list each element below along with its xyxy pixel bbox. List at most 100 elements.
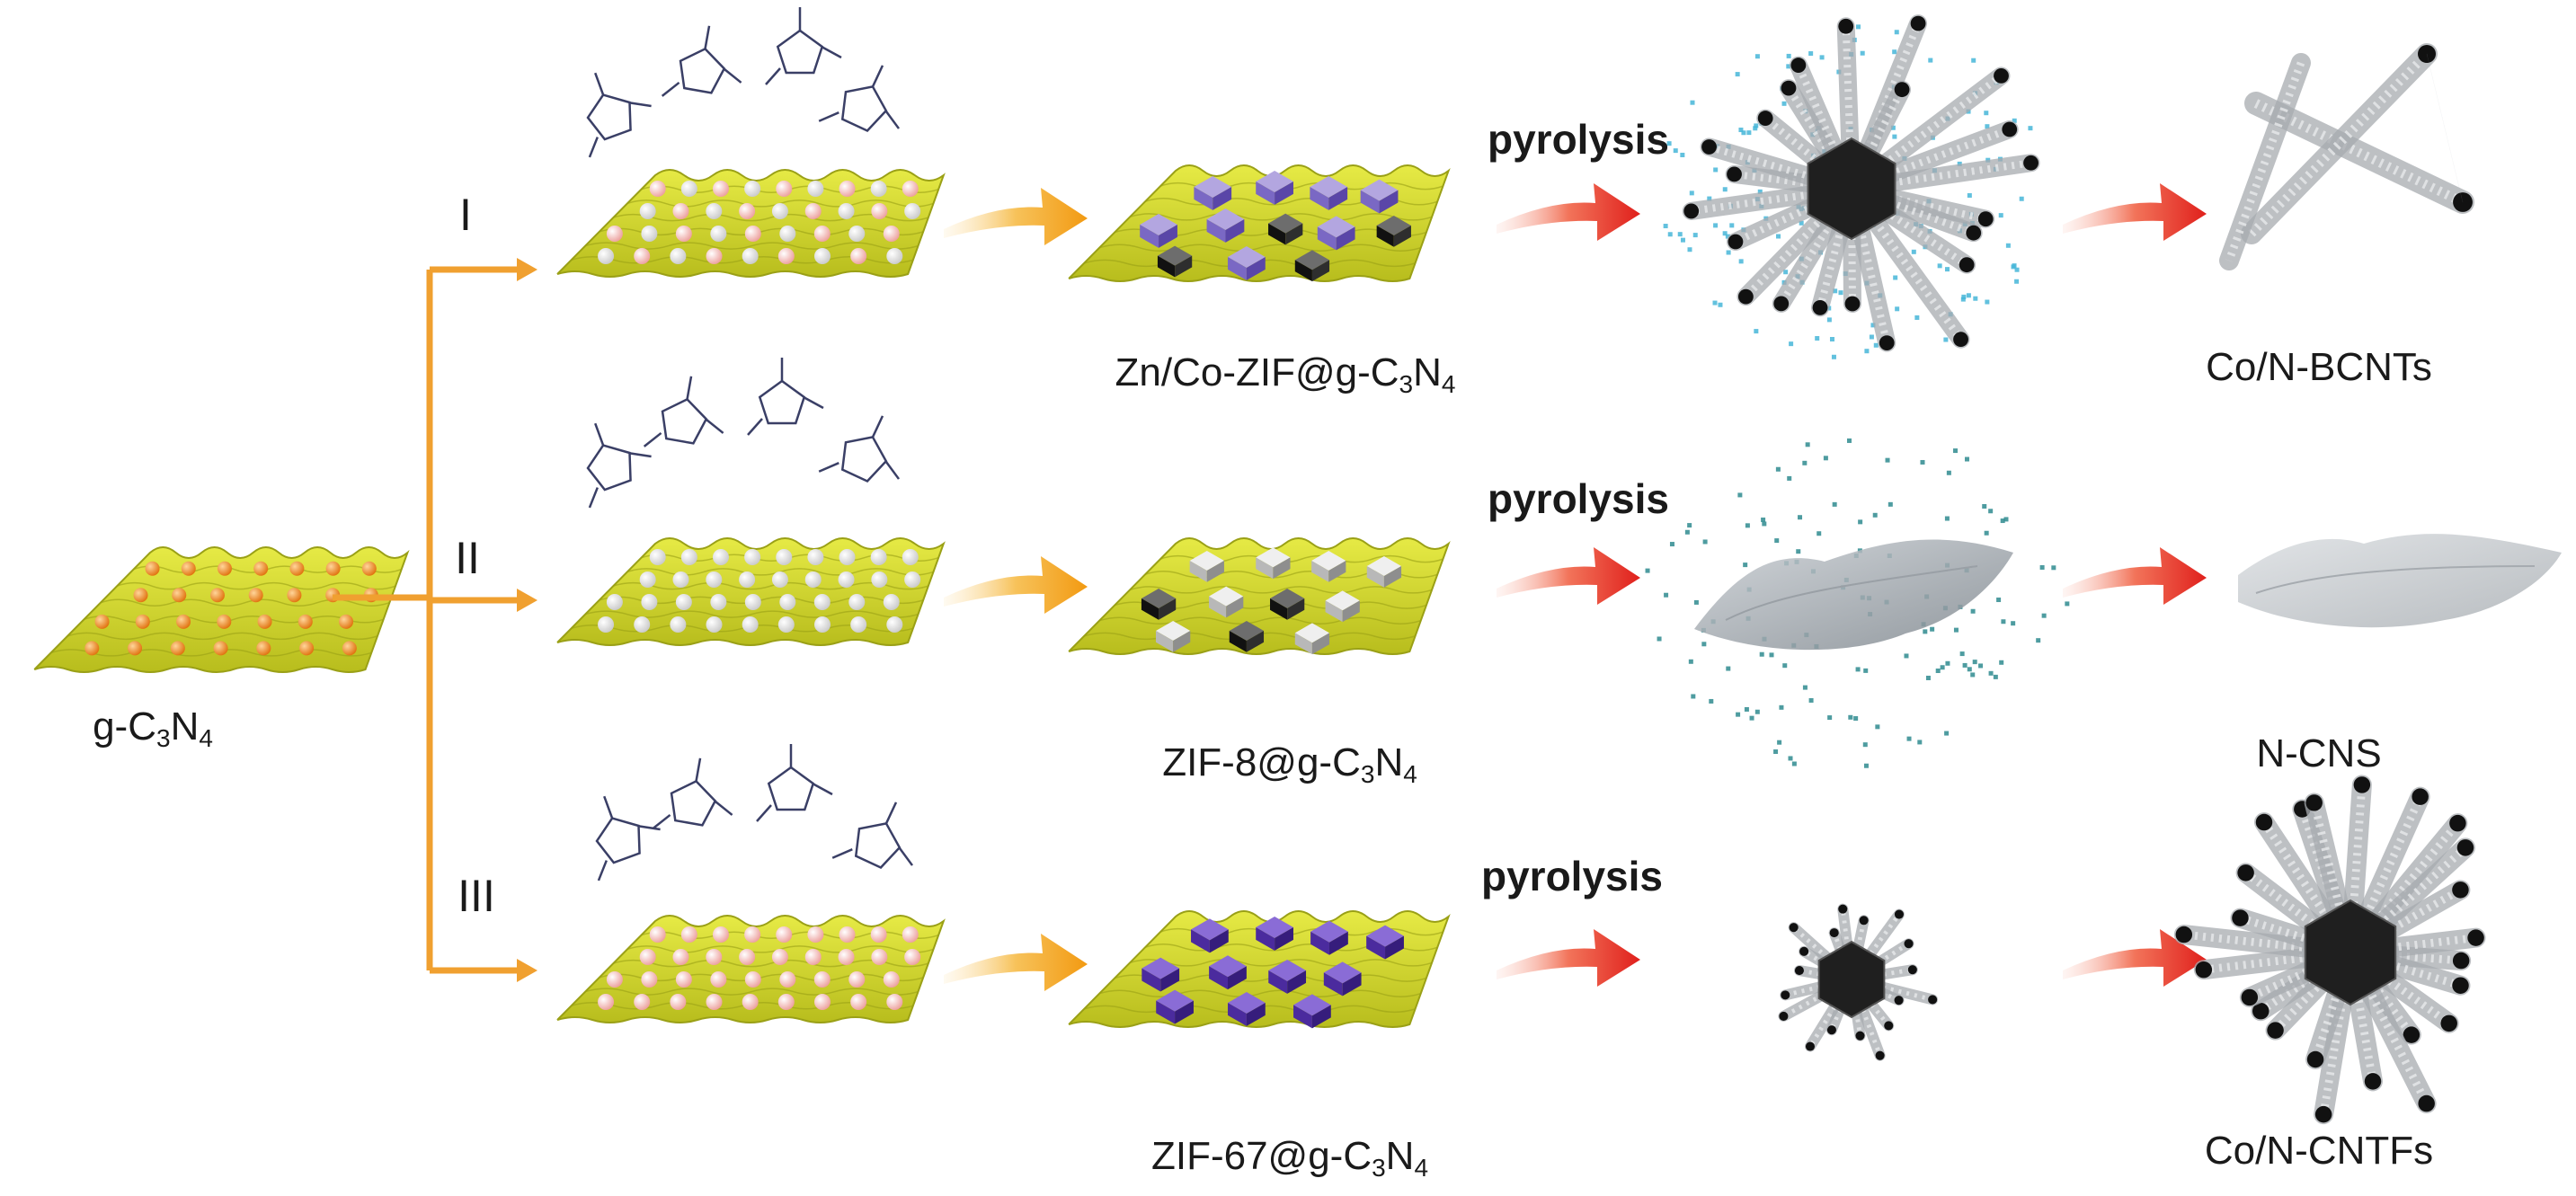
metal-dot <box>1946 470 1951 475</box>
pyrolysis-label-2: pyrolysis <box>1488 475 1669 522</box>
sheet-route-i <box>556 169 946 278</box>
metal-dot <box>1894 30 1899 35</box>
zif-crystal <box>1155 621 1191 652</box>
metal-dot <box>1781 101 1787 106</box>
route-label-iii: III <box>457 871 495 921</box>
co-nanoparticle <box>1994 67 2009 84</box>
route-label-ii: II <box>455 533 480 583</box>
metal-dot <box>2028 126 2033 131</box>
methylimidazole-ligand <box>765 7 842 85</box>
particle <box>804 949 822 965</box>
metal-dot <box>2065 601 2070 607</box>
metal-dot <box>1754 123 1759 128</box>
co-nanoparticle <box>1894 909 1904 919</box>
metal-dot <box>1741 130 1746 136</box>
particle <box>649 549 666 565</box>
particle <box>670 994 687 1010</box>
particle <box>904 571 921 588</box>
particle <box>361 561 377 576</box>
co-nanoparticle <box>2452 977 2469 994</box>
carbon-nanotube <box>2241 43 2438 244</box>
metal-dot <box>1860 50 1865 56</box>
carbon-polyhedron <box>2304 899 2397 1006</box>
metal-dot <box>1872 512 1878 518</box>
metal-dot <box>1893 275 1898 280</box>
methylimidazole-ligand <box>586 422 652 509</box>
zif-crystal <box>1325 590 1360 623</box>
metal-dot <box>1829 337 1834 342</box>
particle <box>248 588 263 603</box>
metal-dot <box>1940 665 1945 670</box>
particle <box>779 971 796 988</box>
particle <box>712 926 729 943</box>
particle <box>904 203 921 219</box>
metal-dot <box>1725 234 1730 239</box>
metal-dot <box>1846 438 1852 443</box>
metal-dot <box>1805 442 1810 447</box>
zif-crystal <box>1229 621 1265 652</box>
particle <box>133 588 148 603</box>
particle <box>744 594 761 610</box>
metal-dot <box>1689 190 1694 196</box>
co-nanoparticle <box>1826 1025 1836 1035</box>
particle <box>771 203 788 219</box>
metal-dot <box>1645 568 1650 573</box>
particle <box>744 926 761 943</box>
metal-dot <box>1712 300 1718 306</box>
metal-dot <box>1690 100 1695 105</box>
co-nanoparticle <box>2305 794 2323 811</box>
co-nanoparticle <box>2403 1026 2421 1043</box>
metal-dot <box>1687 247 1692 252</box>
co-n-carbon-urchin-iii <box>1778 903 1939 1061</box>
arrow-pyrolysis-iii <box>1497 929 1640 987</box>
label-g-c3n4: g-C3N4 <box>93 704 213 752</box>
particle <box>706 203 723 219</box>
metal-dot <box>1736 712 1741 717</box>
metal-dot <box>2000 518 2005 524</box>
zif-crystal <box>1140 214 1177 248</box>
metal-dot <box>1923 629 1928 634</box>
co-nanoparticle <box>1879 335 1895 350</box>
particle <box>710 226 727 242</box>
metal-dot <box>1666 141 1672 146</box>
particle <box>680 549 697 565</box>
particle <box>813 594 831 610</box>
co-nanoparticle <box>2252 1002 2270 1020</box>
particle <box>299 641 315 656</box>
carbon-nanotube <box>2426 53 2464 203</box>
particle <box>848 594 866 610</box>
metal-dot <box>1738 259 1744 264</box>
zif67-crystals <box>1141 917 1404 1029</box>
sheet-zif8 <box>1068 537 1451 655</box>
metal-dot <box>1920 459 1925 465</box>
particle <box>176 614 191 629</box>
particle <box>838 571 855 588</box>
co-nanoparticle <box>2449 814 2466 832</box>
carbon-nanosheet <box>2238 534 2562 628</box>
co-nanoparticle <box>1884 1021 1894 1031</box>
n-cns-product <box>2238 534 2562 628</box>
particle <box>172 588 187 603</box>
particle <box>871 949 888 965</box>
metal-dot <box>1798 515 1803 520</box>
particle <box>886 248 903 264</box>
metal-dot <box>1726 250 1731 255</box>
label-product-co-n-bcnts: Co/N-BCNTs <box>2206 345 2432 389</box>
particle <box>804 203 822 219</box>
metal-dot <box>1973 296 1978 301</box>
co-nanoparticle <box>1779 1011 1789 1021</box>
co-nanoparticle <box>1728 234 1744 250</box>
particle <box>739 949 756 965</box>
arrow-assemble-ii <box>944 556 1088 614</box>
particle <box>145 561 160 576</box>
particle <box>744 549 761 565</box>
particle <box>598 994 615 1010</box>
particle <box>839 926 856 943</box>
metal-dot <box>1856 24 1861 30</box>
metal-dot <box>1943 337 1949 342</box>
zif-crystal <box>1366 925 1404 960</box>
metal-dot <box>1754 329 1759 334</box>
metal-dot <box>1802 685 1808 690</box>
particle <box>883 226 900 242</box>
co-nanoparticle <box>1959 257 1975 273</box>
